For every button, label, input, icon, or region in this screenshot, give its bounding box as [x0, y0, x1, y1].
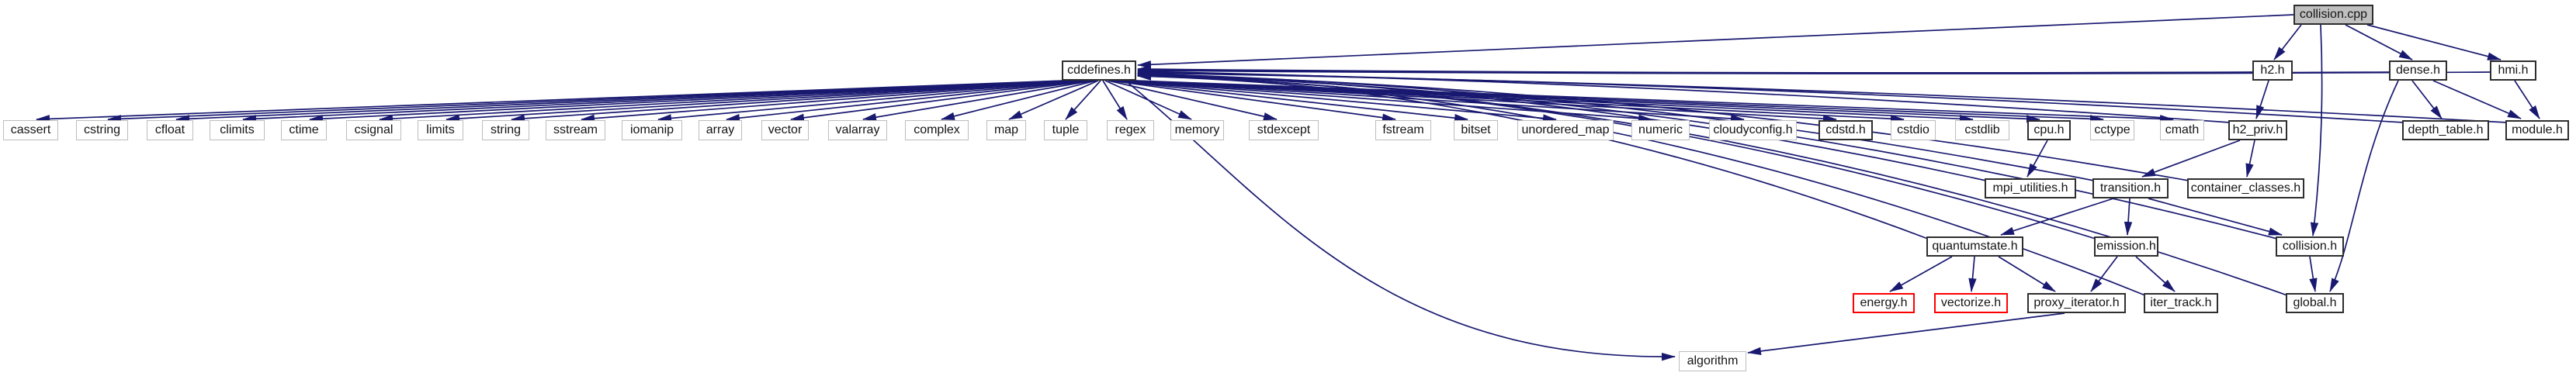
- graph-node-cstdio: cstdio: [1891, 120, 1936, 140]
- graph-node-string: string: [482, 120, 529, 140]
- edge-dense_h-to-module_h: [2432, 80, 2522, 119]
- graph-node-cloudyconfig_h: cloudyconfig.h: [1709, 120, 1797, 140]
- edge-cpu_h-to-mpi_utilities_h: [2026, 140, 2048, 178]
- edge-collision_h-to-global_h: [2309, 256, 2318, 292]
- edge-proxy_iterator_h-to-algorithm: [1747, 312, 2065, 356]
- graph-node-ctime: ctime: [281, 120, 327, 140]
- graph-node-cctype: cctype: [2090, 120, 2134, 140]
- edge-h2_priv_h-to-container_classes_h: [2245, 140, 2255, 178]
- graph-node-h2_h[interactable]: h2.h: [2252, 60, 2293, 81]
- edge-h2_priv_h-to-transition_h: [2141, 140, 2241, 178]
- edge-collision_cpp-to-hmi_h: [2366, 24, 2501, 60]
- edge-cddefines_h-to-bitset: [1112, 80, 1468, 122]
- edge-cddefines_h-to-climits: [242, 80, 1073, 123]
- graph-node-vector: vector: [761, 120, 809, 140]
- edge-quantumstate_h-to-vectorize_h: [1968, 256, 1977, 292]
- graph-node-vectorize_h[interactable]: vectorize.h: [1934, 293, 2008, 313]
- graph-node-map: map: [986, 120, 1026, 140]
- graph-node-global_h[interactable]: global.h: [2286, 293, 2344, 313]
- edge-cddefines_h-to-string: [511, 80, 1083, 123]
- graph-node-transition_h[interactable]: transition.h: [2092, 178, 2169, 198]
- edge-transition_h-to-emission_h: [2124, 198, 2133, 236]
- edge-cddefines_h-to-cloudyconfig_h: [1119, 80, 1745, 123]
- graph-node-csignal: csignal: [346, 120, 401, 140]
- edge-cddefines_h-to-complex: [941, 80, 1097, 120]
- graph-node-quantumstate_h[interactable]: quantumstate.h: [1926, 236, 2023, 257]
- graph-node-bitset: bitset: [1454, 120, 1498, 140]
- graph-node-proxy_iterator_h[interactable]: proxy_iterator.h: [2027, 293, 2126, 313]
- graph-node-module_h[interactable]: module.h: [2505, 120, 2569, 140]
- edge-dense_h-to-depth_table_h: [2411, 80, 2443, 119]
- edge-collision_h-to-cddefines_h: [1137, 71, 2278, 240]
- edge-hmi_h-to-module_h: [2514, 80, 2540, 119]
- edge-transition_h-to-quantumstate_h: [2000, 198, 2114, 236]
- graph-node-cdstd_h[interactable]: cdstd.h: [1818, 120, 1873, 140]
- graph-node-container_classes_h[interactable]: container_classes.h: [2187, 178, 2304, 198]
- graph-node-iter_track_h[interactable]: iter_track.h: [2144, 293, 2218, 313]
- edge-cddefines_h-to-numeric: [1117, 80, 1652, 122]
- edge-h2_h-to-h2_priv_h: [2255, 80, 2269, 119]
- edge-collision_cpp-to-dense_h: [2345, 24, 2413, 60]
- edge-collision_cpp-to-collision_h: [2310, 24, 2323, 236]
- edge-emission_h-to-proxy_iterator_h: [2090, 256, 2118, 292]
- graph-node-h2_priv_h[interactable]: h2_priv.h: [2228, 120, 2287, 140]
- graph-node-stdexcept: stdexcept: [1249, 120, 1319, 140]
- edge-cddefines_h-to-array: [726, 80, 1090, 122]
- graph-node-cfloat: cfloat: [147, 120, 193, 140]
- edge-dense_h-to-global_h: [2329, 80, 2399, 292]
- graph-node-cpu_h[interactable]: cpu.h: [2027, 120, 2071, 140]
- edge-quantumstate_h-to-proxy_iterator_h: [1998, 256, 2056, 292]
- edge-cddefines_h-to-fstream: [1110, 80, 1396, 122]
- graph-node-collision_cpp: collision.cpp: [2293, 5, 2373, 25]
- graph-node-numeric: numeric: [1631, 120, 1690, 140]
- graph-node-cddefines_h[interactable]: cddefines.h: [1062, 60, 1136, 81]
- edge-cddefines_h-to-limits: [446, 80, 1080, 123]
- edge-depth_table_h-to-cddefines_h: [1137, 68, 2404, 123]
- edge-cddefines_h-to-regex: [1102, 80, 1128, 120]
- edge-cddefines_h-to-unordered_map: [1115, 80, 1557, 122]
- graph-node-regex: regex: [1107, 120, 1154, 140]
- edge-cddefines_h-to-csignal: [379, 80, 1078, 123]
- graph-node-depth_table_h[interactable]: depth_table.h: [2402, 120, 2489, 140]
- edge-cddefines_h-to-iomanip: [657, 80, 1087, 122]
- graph-node-valarray: valarray: [828, 120, 887, 140]
- graph-node-memory: memory: [1170, 120, 1224, 140]
- edge-module_h-to-cddefines_h: [1137, 69, 2508, 123]
- graph-node-hmi_h[interactable]: hmi.h: [2490, 60, 2536, 81]
- edge-emission_h-to-iter_track_h: [2135, 256, 2176, 292]
- graph-node-iomanip: iomanip: [622, 120, 682, 140]
- graph-node-fstream: fstream: [1375, 120, 1431, 140]
- edge-cddefines_h-to-map: [1008, 80, 1099, 120]
- graph-node-mpi_utilities_h[interactable]: mpi_utilities.h: [1985, 178, 2076, 198]
- graph-node-dense_h[interactable]: dense.h: [2389, 60, 2447, 81]
- edge-cddefines_h-to-sstream: [581, 80, 1085, 122]
- edge-quantumstate_h-to-energy_h: [1889, 256, 1953, 292]
- graph-node-complex: complex: [905, 120, 969, 140]
- edge-cddefines_h-to-ctime: [309, 80, 1075, 123]
- graph-node-cmath: cmath: [2160, 120, 2204, 140]
- edge-transition_h-to-collision_h: [2148, 198, 2283, 236]
- graph-node-energy_h[interactable]: energy.h: [1853, 293, 1915, 313]
- graph-node-array: array: [699, 120, 742, 140]
- edge-collision_cpp-to-h2_h: [2273, 24, 2302, 60]
- graph-node-sstream: sstream: [546, 120, 605, 140]
- edge-cddefines_h-to-vector: [790, 80, 1092, 122]
- graph-node-cstring: cstring: [76, 120, 128, 140]
- graph-node-tuple: tuple: [1044, 120, 1087, 140]
- graph-node-algorithm: algorithm: [1679, 351, 1746, 371]
- edge-cddefines_h-to-valarray: [862, 80, 1094, 122]
- graph-node-unordered_map: unordered_map: [1517, 120, 1614, 140]
- graph-node-collision_h[interactable]: collision.h: [2276, 236, 2344, 257]
- graph-node-cstdlib: cstdlib: [1955, 120, 2009, 140]
- edge-collision_cpp-to-cddefines_h: [1137, 14, 2294, 69]
- edge-cddefines_h-to-stdexcept: [1108, 80, 1278, 121]
- edge-cddefines_h-to-tuple: [1065, 80, 1101, 120]
- graph-node-limits: limits: [418, 120, 463, 140]
- graph-node-cassert: cassert: [3, 120, 58, 140]
- edge-cddefines_h-to-cmath: [1134, 80, 2174, 123]
- graph-node-emission_h[interactable]: emission.h: [2094, 236, 2158, 257]
- graph-node-climits: climits: [210, 120, 265, 140]
